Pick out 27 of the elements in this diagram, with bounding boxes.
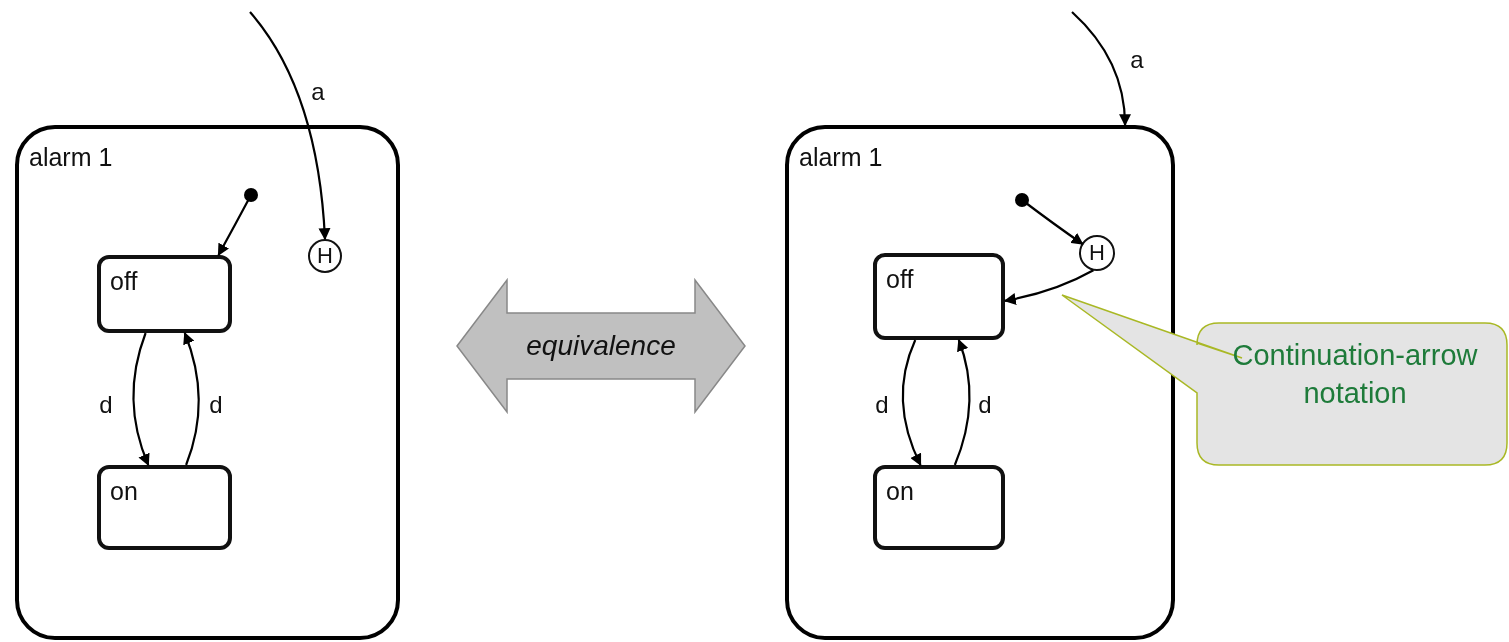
- state-box: [97, 255, 232, 333]
- callout-text: Continuation-arrow notation: [1231, 338, 1479, 411]
- state-name: on: [110, 477, 138, 506]
- state-name: alarm 1: [799, 143, 883, 172]
- transition-arrow: [1071, 11, 1131, 127]
- state-name: off: [110, 267, 138, 296]
- state-name: off: [886, 265, 914, 294]
- initial-dot: [244, 188, 258, 202]
- arrow-text: equivalence: [525, 330, 677, 362]
- state-name: on: [886, 477, 914, 506]
- state-box: [873, 253, 1005, 340]
- transition-arrow: [901, 339, 922, 467]
- history-circle: [308, 239, 342, 273]
- initial-dot: [1015, 193, 1029, 207]
- transition-arrow: [1003, 269, 1094, 305]
- state-box: [97, 465, 232, 550]
- transition-arrow: [182, 331, 200, 466]
- transition-arrow: [953, 338, 971, 466]
- state-name: alarm 1: [29, 143, 113, 172]
- history-label: H: [317, 245, 333, 267]
- history-label: H: [1089, 242, 1105, 264]
- superstate-box: [15, 125, 400, 640]
- superstate-box: [785, 125, 1175, 640]
- transition-arrow: [249, 11, 331, 241]
- state-box: [873, 465, 1005, 550]
- transition-arrow: [132, 332, 150, 467]
- history-circle: [1079, 235, 1115, 271]
